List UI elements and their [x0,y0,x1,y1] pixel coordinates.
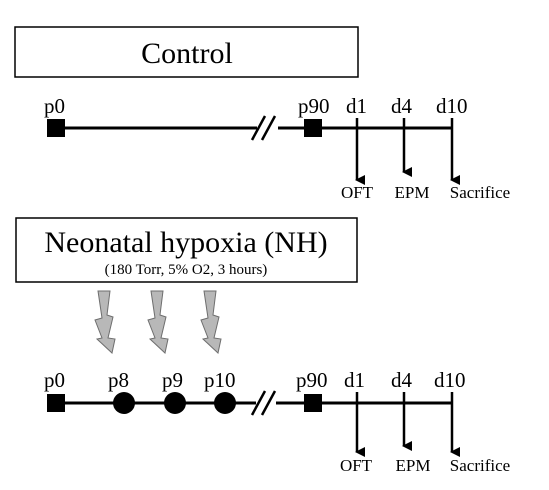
nh-label-p90: p90 [296,368,328,392]
nh-timeline: p0 p8 p9 p10 p90 d1 d4 d10 OFT EPM Sacri… [44,368,510,475]
axis-break-icon [250,390,277,416]
control-label-p90: p90 [298,94,330,118]
control-title-box [14,26,359,78]
control-timeline: p0 p90 d1 d4 d10 OFT EPM Sacrifice [44,94,510,202]
control-label-d10: d10 [436,94,468,118]
control-event-sacrifice: Sacrifice [450,183,510,202]
lightning-bolt-icon [94,290,116,354]
control-title: Control [141,37,233,70]
nh-title: Neonatal hypoxia (NH) [44,226,327,259]
nh-event-sacrifice: Sacrifice [450,456,510,475]
circle-marker-icon [113,392,135,414]
lightning-bolts [94,290,222,354]
axis-break-icon [250,115,277,141]
nh-event-oft: OFT [340,456,373,475]
control-label-p0: p0 [44,94,65,118]
lightning-bolt-icon [200,290,222,354]
nh-label-p0: p0 [44,368,65,392]
nh-label-d4: d4 [391,368,413,392]
nh-label-d1: d1 [344,368,365,392]
square-marker-icon [47,394,65,412]
nh-group: Neonatal hypoxia (NH) (180 Torr, 5% O2, … [15,217,510,475]
control-label-d1: d1 [346,94,367,118]
nh-title-box [15,217,358,283]
control-event-epm: EPM [395,183,430,202]
control-event-oft: OFT [341,183,374,202]
square-marker-icon [47,119,65,137]
nh-label-p9: p9 [162,368,183,392]
lightning-bolt-icon [147,290,169,354]
square-marker-icon [304,119,322,137]
square-marker-icon [304,394,322,412]
nh-label-d10: d10 [434,368,466,392]
control-label-d4: d4 [391,94,413,118]
nh-subtitle: (180 Torr, 5% O2, 3 hours) [105,262,268,278]
circle-marker-icon [164,392,186,414]
nh-label-p10: p10 [204,368,236,392]
nh-label-p8: p8 [108,368,129,392]
nh-event-epm: EPM [396,456,431,475]
circle-marker-icon [214,392,236,414]
control-group: Control p0 p90 d1 d4 d10 OFT EPM Sacrifi… [14,26,510,202]
